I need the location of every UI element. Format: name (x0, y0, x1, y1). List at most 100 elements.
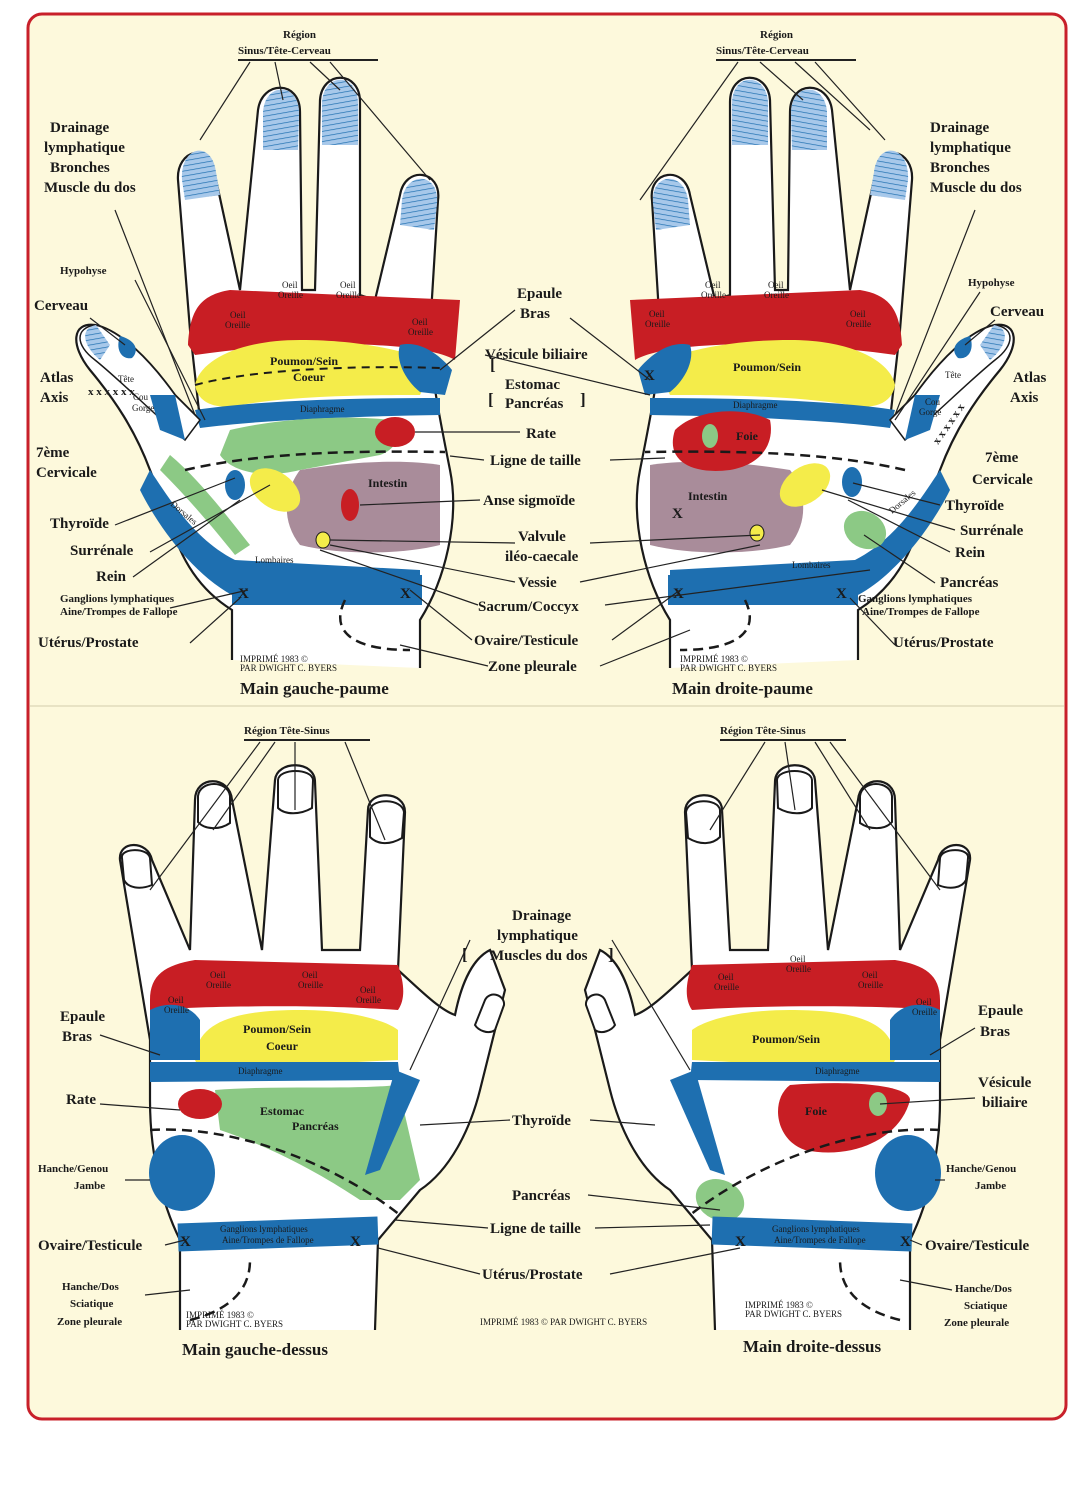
svg-text:Atlas: Atlas (1013, 370, 1046, 386)
sacrum-label: Sacrum/Coccyx (478, 599, 579, 615)
svg-text:Oreille: Oreille (408, 327, 433, 337)
uterus-label: Utérus/Prostate (482, 1267, 583, 1283)
ligne-taille-label: Ligne de taille (490, 453, 581, 469)
svg-text:Oeil: Oeil (340, 280, 356, 290)
brain-zone (118, 336, 136, 359)
palm-right-diagram: X X x x x x x x X X Oeil Oreille Oeil Or… (630, 29, 1046, 698)
foie-label: Foie (736, 429, 759, 443)
svg-text:Diaphragme: Diaphragme (238, 1066, 282, 1076)
palm-left-title: Main gauche-paume (240, 679, 389, 698)
spleen-zone (375, 417, 415, 447)
ligne-taille-label: Ligne de taille (490, 1221, 581, 1237)
anse-label: Anse sigmoïde (483, 493, 575, 509)
center-top-labels: Epaule Bras Vésicule biliaire Estomac Pa… (319, 286, 871, 675)
atlas-label: Atlas (40, 370, 73, 386)
svg-text:Gorge: Gorge (132, 403, 154, 413)
zone-pleurale-label: Zone pleurale (488, 659, 577, 675)
svg-text:X: X (180, 1234, 191, 1250)
svg-text:Oeil: Oeil (768, 280, 784, 290)
svg-text:X: X (672, 506, 683, 522)
cervicale-label: 7ème (36, 445, 70, 461)
svg-text:Oreille: Oreille (278, 290, 303, 300)
svg-text:X: X (836, 586, 847, 602)
svg-text:X: X (238, 586, 249, 602)
svg-text:PAR DWIGHT C. BYERS: PAR DWIGHT C. BYERS (745, 1309, 842, 1319)
thyroid-zone (225, 470, 245, 500)
region-label: Région (283, 29, 316, 41)
svg-text:Cou: Cou (133, 392, 149, 402)
cerveau-label: Cerveau (34, 298, 88, 314)
svg-text:IMPRIMÉ 1983 © PAR DWIGHT C. B: IMPRIMÉ 1983 © PAR DWIGHT C. BYERS (480, 1317, 647, 1327)
svg-text:Aine/Trompes de Fallope: Aine/Trompes de Fallope (862, 606, 980, 618)
thyroide-label: Thyroïde (512, 1113, 571, 1129)
svg-text:Oreille: Oreille (858, 980, 883, 990)
ganglions-label: Ganglions lymphatiques (60, 593, 175, 605)
svg-text:Oreille: Oreille (714, 982, 739, 992)
svg-text:Rein: Rein (955, 545, 986, 561)
intestine-zone (286, 461, 440, 553)
svg-text:X: X (735, 1234, 746, 1250)
back-left-diagram: X X Oeil Oreille Oeil Oreille Oeil Oreil… (38, 725, 507, 1359)
svg-text:Sinus/Tête-Cerveau: Sinus/Tête-Cerveau (716, 45, 809, 57)
svg-text:Oreille: Oreille (846, 319, 871, 329)
svg-text:Axis: Axis (1010, 390, 1039, 406)
svg-text:Muscle du dos: Muscle du dos (44, 180, 136, 196)
svg-text:lymphatique: lymphatique (44, 140, 125, 156)
svg-text:Cervicale: Cervicale (36, 465, 97, 481)
drainage-label: Drainage (50, 120, 110, 136)
center-bottom-labels: [ ] Drainage lymphatique Muscles du dos … (377, 908, 741, 1327)
svg-text:biliaire: biliaire (982, 1095, 1028, 1111)
svg-text:Muscles du dos: Muscles du dos (490, 948, 588, 964)
svg-text:Axis: Axis (40, 390, 69, 406)
svg-text:Drainage: Drainage (930, 120, 990, 136)
svg-text:iléo-caecale: iléo-caecale (505, 549, 579, 565)
svg-text:Oeil: Oeil (360, 985, 376, 995)
intestin-label: Intestin (368, 476, 408, 490)
svg-text:Oreille: Oreille (912, 1007, 937, 1017)
poumon-label: Poumon/Sein (733, 360, 801, 374)
region-sinus-label: Sinus/Tête-Cerveau (238, 45, 331, 57)
vessie-label: Vessie (518, 575, 557, 591)
svg-text:Tête: Tête (945, 370, 961, 380)
svg-text:Rate: Rate (66, 1092, 96, 1108)
svg-text:X: X (350, 1234, 361, 1250)
shoulder-zone (398, 344, 452, 395)
oeil-label: Oeil (230, 310, 246, 320)
svg-text:Pancréas: Pancréas (292, 1119, 339, 1133)
palm-left-diagram: X X x x x x x x Oeil Oreille Oeil Oreill… (34, 29, 460, 698)
svg-text:Hanche/Dos: Hanche/Dos (62, 1281, 120, 1293)
svg-text:X: X (400, 586, 411, 602)
surrenale-label: Surrénale (70, 543, 134, 559)
svg-text:Ganglions lymphatiques: Ganglions lymphatiques (220, 1224, 308, 1234)
stomach-zone (220, 417, 398, 475)
svg-text:X: X (900, 1234, 911, 1250)
svg-text:Oeil: Oeil (412, 317, 428, 327)
thyroide-label: Thyroïde (50, 516, 109, 532)
svg-text:Thyroïde: Thyroïde (945, 498, 1004, 514)
svg-text:Cou: Cou (925, 397, 941, 407)
svg-text:X: X (673, 586, 684, 602)
svg-text:Oeil: Oeil (168, 995, 184, 1005)
svg-text:[: [ (462, 945, 468, 964)
svg-text:Oreille: Oreille (356, 995, 381, 1005)
svg-text:Hanche/Genou: Hanche/Genou (946, 1163, 1016, 1175)
svg-text:Oeil: Oeil (916, 997, 932, 1007)
back-right-diagram: X X Oeil Oreille Oeil Oreille Oeil Oreil… (583, 725, 1032, 1356)
svg-text:Région Tête-Sinus: Région Tête-Sinus (244, 725, 330, 737)
svg-text:Région: Région (760, 29, 793, 41)
svg-text:7ème: 7ème (985, 450, 1019, 466)
lombaires-label: Lombaires (255, 555, 294, 565)
svg-text:Oeil: Oeil (850, 309, 866, 319)
sigmoid-zone (341, 489, 359, 521)
svg-text:Utérus/Prostate: Utérus/Prostate (893, 635, 994, 651)
lymph-groin-zone (232, 575, 422, 605)
lung-heart-zone (195, 340, 435, 407)
svg-text:PAR DWIGHT C. BYERS: PAR DWIGHT C. BYERS (186, 1319, 283, 1329)
svg-text:Oeil: Oeil (649, 309, 665, 319)
svg-text:Jambe: Jambe (74, 1180, 105, 1192)
svg-text:Lombaires: Lombaires (792, 560, 831, 570)
svg-text:X: X (644, 368, 655, 384)
svg-text:Sciatique: Sciatique (70, 1298, 114, 1310)
svg-text:Bras: Bras (980, 1024, 1010, 1040)
